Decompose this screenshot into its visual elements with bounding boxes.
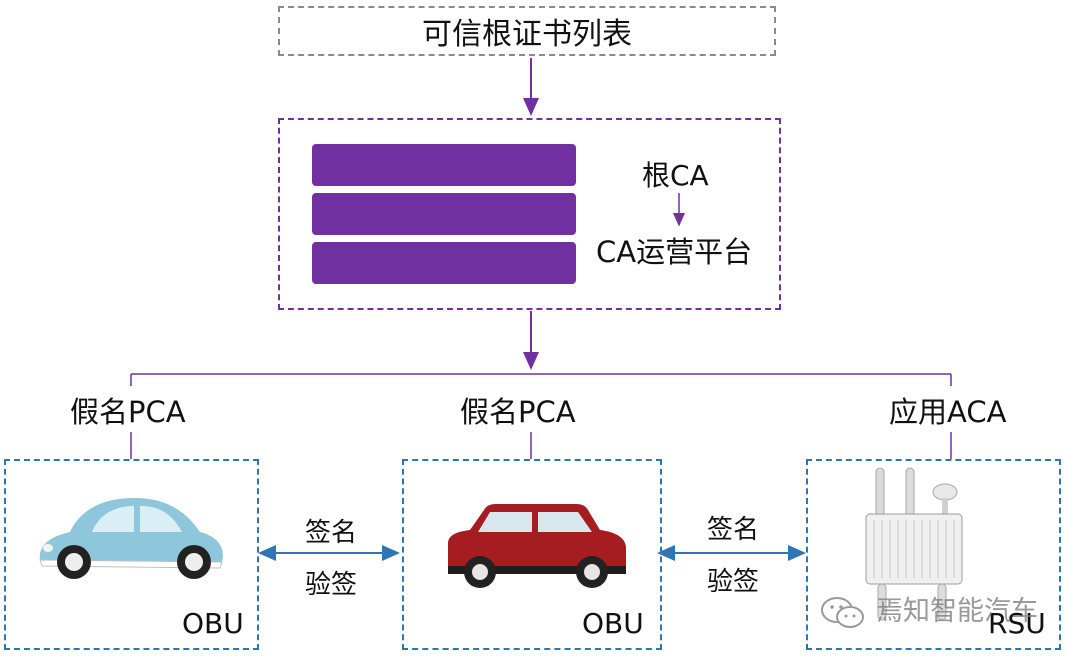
verify-label-2: 验签	[707, 567, 760, 597]
ca-platform-box	[278, 118, 781, 310]
device-box-middle	[402, 459, 662, 650]
server-bar-2	[312, 193, 576, 235]
trusted-root-list-title: 可信根证书列表	[422, 17, 632, 52]
branch-label-right: 应用ACA	[889, 395, 1007, 429]
roadside-unit-icon	[865, 467, 963, 621]
beetle-car-icon	[39, 498, 223, 579]
watermark-text: 焉知智能汽车	[876, 596, 1038, 627]
verify-label-1: 验签	[305, 570, 358, 600]
trusted-root-list-box: 可信根证书列表	[278, 6, 776, 56]
device-box-right	[806, 459, 1061, 650]
device-label-right: RSU	[988, 607, 1046, 640]
wechat-icon	[821, 597, 864, 628]
sign-label-2: 签名	[707, 515, 760, 545]
device-label-left: OBU	[182, 607, 244, 640]
device-box-left	[4, 459, 259, 650]
branch-label-middle: 假名PCA	[460, 395, 576, 429]
branch-label-left: 假名PCA	[70, 395, 186, 429]
mini-car-icon	[448, 504, 626, 588]
root-ca-label: 根CA	[642, 159, 709, 192]
sign-label-1: 签名	[305, 518, 358, 548]
server-bar-3	[312, 242, 576, 284]
device-label-middle: OBU	[582, 607, 644, 640]
ca-platform-label: CA运营平台	[596, 235, 753, 269]
server-bar-1	[312, 144, 576, 186]
